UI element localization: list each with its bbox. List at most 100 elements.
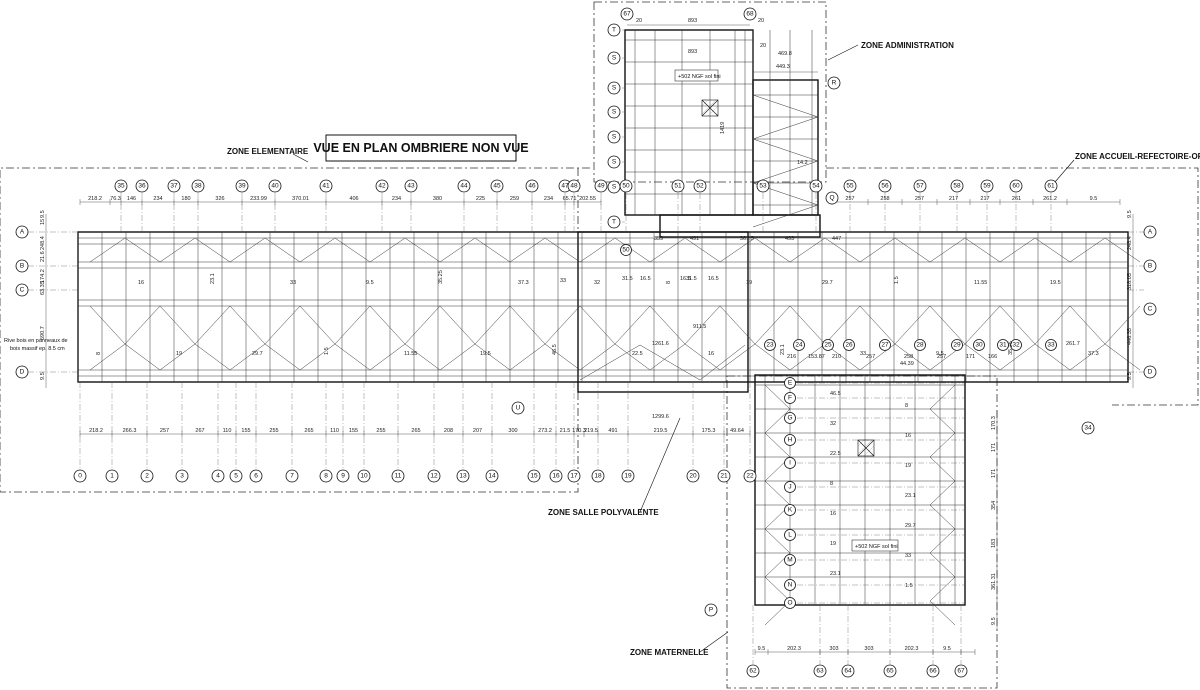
axis-bubble-circle (1010, 339, 1022, 351)
bottom-dim-value: 265 (304, 428, 313, 434)
small-dim-value: 33 (290, 280, 296, 286)
maternelle-brace-right (929, 576, 956, 626)
axis-bubble-label: 14 (488, 473, 496, 480)
axis-bubble: F (784, 392, 796, 404)
maternelle-brace-right (929, 528, 956, 578)
small-dim-value: 19 (905, 463, 911, 469)
axis-bubble-label: 55 (846, 183, 854, 190)
axis-bubble: N (784, 579, 796, 591)
inner-dim-value: 257 (937, 354, 946, 360)
axis-bubble: 21 (717, 469, 731, 483)
axis-bubble-circle (15, 259, 29, 273)
axis-bubble-label: 46 (528, 183, 536, 190)
axis-bubble: 45 (490, 179, 504, 193)
axis-bubble-label: 30 (975, 342, 983, 349)
zone-accueil-label: ZONE ACCUEIL-REFECTOIRE-OFFICE (1075, 152, 1200, 161)
axis-bubble-label: 42 (378, 183, 386, 190)
axis-bubble-circle (620, 7, 634, 21)
mid-dim-value: 16.5 (640, 276, 651, 282)
axis-bubble-circle (883, 664, 897, 678)
axis-bubble-circle (607, 180, 621, 194)
maternelle-brace-left (764, 384, 791, 434)
axis-bubble-circle (620, 244, 632, 256)
axis-bubble: 53 (756, 179, 770, 193)
inner-dim-value: 171 (966, 354, 975, 360)
axis-bubble-label: P (709, 607, 713, 614)
rive-note-line-1: Rive bois en panneaux de (4, 338, 68, 344)
axis-bubble-label: 24 (795, 342, 803, 349)
roof-brace-bottom (369, 305, 441, 345)
roof-brace-top (89, 237, 161, 263)
bottom-dim-value: 219.5 (654, 428, 668, 434)
axis-bubble-label: 22 (746, 473, 754, 480)
axis-bubble-label: S (612, 55, 617, 62)
roof-brace-top (159, 237, 231, 263)
axis-bubble: 10 (357, 469, 371, 483)
axis-bubble: 6 (249, 469, 263, 483)
bottom-dim-value: 255 (376, 428, 385, 434)
maternelle-level-label: +502 NGF sol fini (855, 544, 898, 550)
left-dim-value: 9.5 (40, 210, 46, 218)
axis-bubble-circle (229, 469, 243, 483)
right-top-dim-value: 9.5 (1090, 196, 1098, 202)
small-dim-value: 8 (905, 403, 908, 409)
axis-bubble: C (15, 283, 29, 297)
axis-bubble-label: G (787, 415, 792, 422)
axis-bubble-label: S (612, 85, 617, 92)
axis-bubble: O (784, 597, 796, 609)
axis-bubble-circle (743, 7, 757, 21)
axis-bubble-circle (135, 179, 149, 193)
axis-bubble: D (15, 365, 29, 379)
small-dim-value: 16 (830, 511, 836, 517)
bottom-dim-value: 208 (444, 428, 453, 434)
roof-brace-bottom (509, 305, 581, 345)
axis-bubble: 40 (268, 179, 282, 193)
axis-bubble: 67 (620, 7, 634, 21)
axis-bubble-circle (567, 179, 581, 193)
axis-bubble: D (1143, 365, 1157, 379)
axis-bubble-label: 12 (430, 473, 438, 480)
axis-bubble-circle (525, 179, 539, 193)
axis-bubble-circle (456, 469, 470, 483)
axis-bubble-circle (671, 179, 685, 193)
inner-dim-value: 44.39 (900, 361, 914, 367)
axis-bubble: 22 (743, 469, 757, 483)
small-dim-value: 1.5 (905, 583, 913, 589)
small-dim-value: 22.5 (830, 451, 841, 457)
axis-bubble: 2 (140, 469, 154, 483)
roof-brace-lower (719, 343, 791, 371)
axis-bubble-circle (693, 179, 707, 193)
axis-bubble: 15 (527, 469, 541, 483)
mid-dim-value: 491 (690, 236, 699, 242)
top-dim-value: 233.99 (250, 196, 267, 202)
axis-bubble-label: J (788, 484, 791, 491)
axis-bubble: S (607, 51, 621, 65)
axis-bubble-label: 54 (812, 183, 820, 190)
roof-brace-lower (299, 343, 371, 371)
right-dim-value: 9.5 (1127, 210, 1133, 218)
axis-bubble-label: 50 (622, 247, 630, 254)
axis-bubble: 48 (567, 179, 581, 193)
mid-dim-value: 16.5 (680, 276, 691, 282)
axis-bubble: S (607, 81, 621, 95)
axis-bubble: G (784, 412, 796, 424)
axis-bubble-label: 62 (749, 668, 757, 675)
roof-brace-lower (649, 343, 721, 371)
axis-bubble-circle (114, 179, 128, 193)
roof-brace-top (439, 237, 511, 263)
axis-bubble-circle (784, 579, 796, 591)
small-dim-value: 37.3 (1088, 351, 1099, 357)
axis-bubble-label: 17 (570, 473, 578, 480)
axis-bubble: 55 (843, 179, 857, 193)
dimension-lines (45, 24, 1134, 655)
axis-bubble-label: M (787, 557, 792, 564)
zone-polyvalente-label: ZONE SALLE POLYVALENTE (548, 508, 659, 517)
axis-bubble: 29 (951, 339, 963, 351)
axis-bubble-label: T (612, 27, 616, 34)
small-dim-value: 23.1 (830, 571, 841, 577)
bottom-dim-value: 273.2 (538, 428, 552, 434)
axis-bubble-circle (784, 392, 796, 404)
axis-bubble: 54 (809, 179, 823, 193)
top-dim-value: 180 (181, 196, 190, 202)
